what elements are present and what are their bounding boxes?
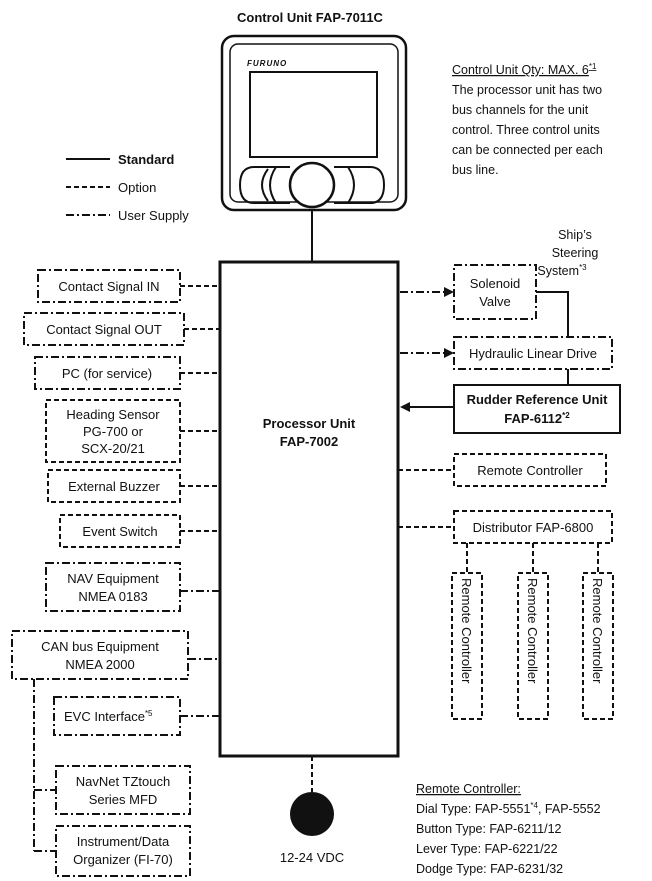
nav-equipment-box: [45, 562, 181, 612]
navnet-box: [55, 765, 191, 815]
control-unit-screen: [249, 71, 378, 158]
legend-standard-label: Standard: [118, 152, 174, 167]
qty-note-line: The processor unit has two: [452, 83, 602, 97]
navnet-line: Series MFD: [89, 792, 158, 807]
instrument-line: Organizer (FI-70): [73, 852, 173, 867]
evc-interface-label: EVC Interface*5: [64, 709, 153, 724]
control-unit-title: Control Unit FAP-7011C: [237, 10, 384, 25]
processor-unit-model: FAP-7002: [280, 434, 339, 449]
nav-equipment-line: NAV Equipment: [67, 571, 159, 586]
legend: Standard Option User Supply: [66, 152, 189, 223]
heading-sensor-line: Heading Sensor: [66, 407, 160, 422]
steering-system-line: Steering: [552, 246, 599, 260]
navnet-line: NavNet TZtouch: [76, 774, 170, 789]
qty-note-line: bus channels for the unit: [452, 103, 589, 117]
contact-signal-in-label: Contact Signal IN: [58, 279, 159, 294]
qty-note-sup: *1: [589, 62, 597, 71]
can-bus-line: CAN bus Equipment: [41, 639, 159, 654]
heading-sensor-line: SCX-20/21: [81, 441, 145, 456]
rudder-reference-box: [453, 384, 621, 434]
qty-note-heading: Control Unit Qty: MAX. 6: [452, 63, 589, 77]
solenoid-valve-box: [453, 264, 537, 320]
remote-controller-label: Remote Controller: [477, 463, 583, 478]
rudder-reference-name: Rudder Reference Unit: [467, 392, 609, 407]
instrument-box: [55, 825, 191, 877]
qty-note-line: can be connected per each: [452, 143, 603, 157]
solenoid-valve-line: Valve: [479, 294, 511, 309]
sub-remote-controller-label: Remote Controller: [590, 578, 605, 684]
legend-user-supply-label: User Supply: [118, 208, 189, 223]
control-unit-left-buttons: [238, 166, 290, 204]
remote-note-lever: Lever Type: FAP-6221/22: [416, 842, 558, 856]
control-unit-right-buttons: [334, 166, 386, 204]
sub-remote-controller-label: Remote Controller: [525, 578, 540, 684]
solenoid-valve-line: Solenoid: [470, 276, 521, 291]
qty-note-line: bus line.: [452, 163, 499, 177]
processor-unit: [218, 260, 400, 758]
sub-remote-controller-box: [582, 572, 614, 720]
heading-sensor-box: [45, 399, 181, 463]
nav-equipment-line: NMEA 0183: [78, 589, 147, 604]
contact-signal-out-label: Contact Signal OUT: [46, 322, 162, 337]
control-unit-brand-logo: FURUNO: [247, 59, 287, 68]
control-unit-dial: [288, 161, 336, 209]
heading-sensor-line: PG-700 or: [83, 424, 144, 439]
pc-service-label: PC (for service): [62, 366, 152, 381]
sub-remote-controller-box: [517, 572, 549, 720]
external-buzzer-box: [47, 469, 181, 503]
control-unit-qty-note: Control Unit Qty: MAX. 6*1 The processor…: [452, 62, 603, 177]
hydraulic-drive-label: Hydraulic Linear Drive: [469, 346, 597, 361]
remote-note-dial: Dial Type: FAP-5551*4, FAP-5552: [416, 801, 601, 816]
external-buzzer-label: External Buzzer: [68, 479, 160, 494]
steering-system-line: System*3: [537, 263, 587, 278]
power-supply: [290, 792, 334, 836]
rudder-reference-model: FAP-6112*2: [504, 411, 570, 426]
instrument-line: Instrument/Data: [77, 834, 170, 849]
sub-remote-controller-label: Remote Controller: [459, 578, 474, 684]
hydraulic-drive-box: [453, 336, 613, 370]
processor-unit-name: Processor Unit: [263, 416, 356, 431]
remote-controller-note: Remote Controller: Dial Type: FAP-5551*4…: [416, 782, 601, 876]
can-bus-line: NMEA 2000: [65, 657, 134, 672]
evc-interface-box: [53, 696, 181, 736]
steering-system-line: Ship’s: [558, 228, 592, 242]
contact-signal-in-box: [37, 269, 181, 303]
contact-signal-out-box: [23, 312, 185, 346]
svg-text:Control Unit Qty: MAX. 6*1: Control Unit Qty: MAX. 6*1: [452, 62, 597, 77]
remote-note-heading: Remote Controller:: [416, 782, 521, 796]
remote-controller-box: [453, 453, 607, 487]
sub-remote-controller-box: [451, 572, 483, 720]
control-unit: FURUNO: [220, 34, 408, 212]
event-switch-label: Event Switch: [82, 524, 157, 539]
distributor-label: Distributor FAP-6800: [473, 520, 594, 535]
can-bus-box: [11, 630, 189, 680]
power-supply-label: 12-24 VDC: [280, 850, 344, 865]
qty-note-line: control. Three control units: [452, 123, 600, 137]
remote-note-dodge: Dodge Type: FAP-6231/32: [416, 862, 563, 876]
legend-option-label: Option: [118, 180, 156, 195]
remote-note-button: Button Type: FAP-6211/12: [416, 822, 562, 836]
